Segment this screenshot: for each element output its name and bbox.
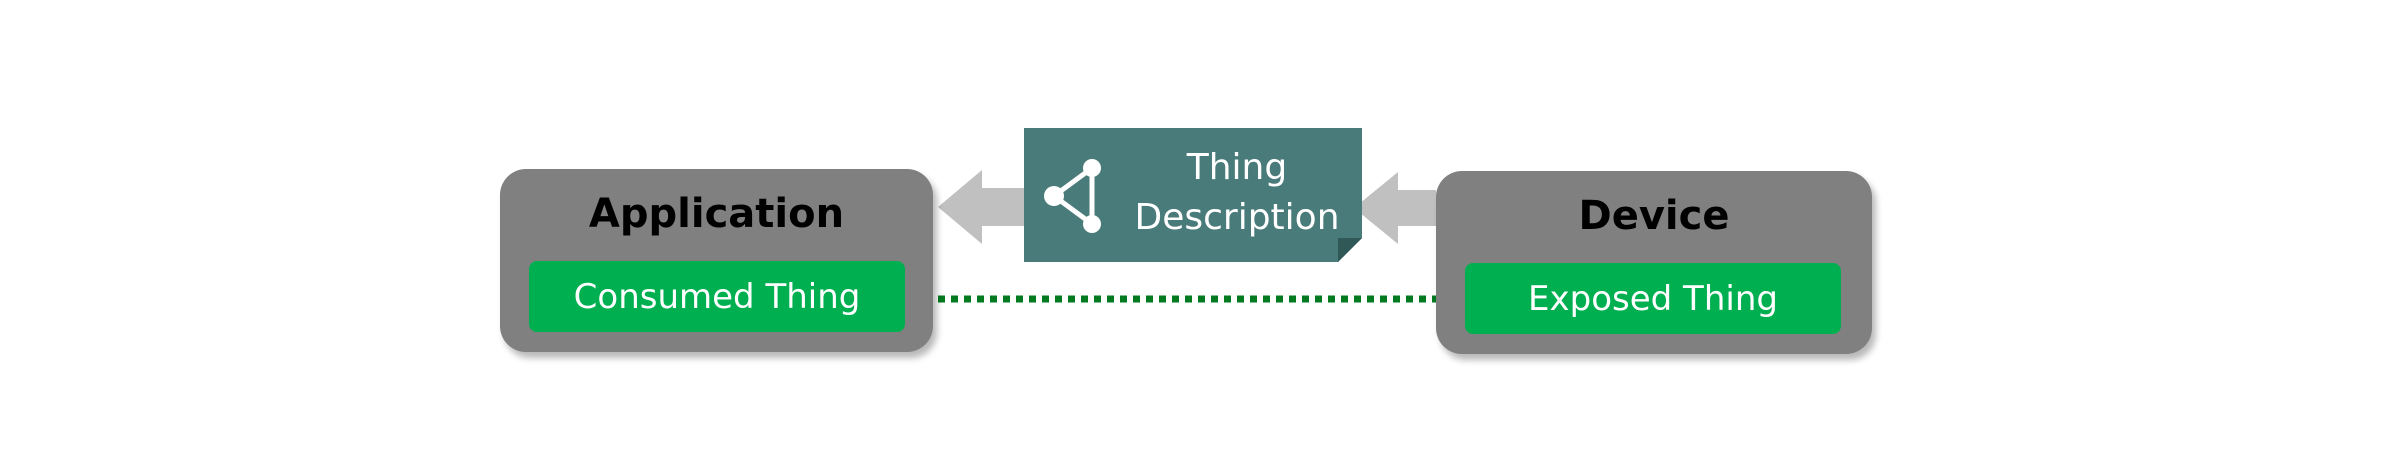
consumed-thing: Consumed Thing — [529, 261, 905, 332]
device-to-description-arrow — [1354, 172, 1436, 244]
thing-description-label-line2: Description — [1134, 197, 1340, 238]
exposed-thing: Exposed Thing — [1465, 263, 1841, 334]
share-network-icon — [1044, 159, 1101, 233]
folded-corner-flap — [1338, 238, 1362, 262]
thing-description-box: Thing Description — [1024, 128, 1362, 262]
application-title: Application — [588, 191, 845, 237]
thing-description-label-line1: Thing — [1186, 147, 1288, 188]
description-to-application-arrow — [938, 170, 1024, 244]
application-box: Application Consumed Thing — [500, 169, 933, 352]
device-box: Device Exposed Thing — [1436, 171, 1872, 354]
device-title: Device — [1578, 193, 1730, 239]
